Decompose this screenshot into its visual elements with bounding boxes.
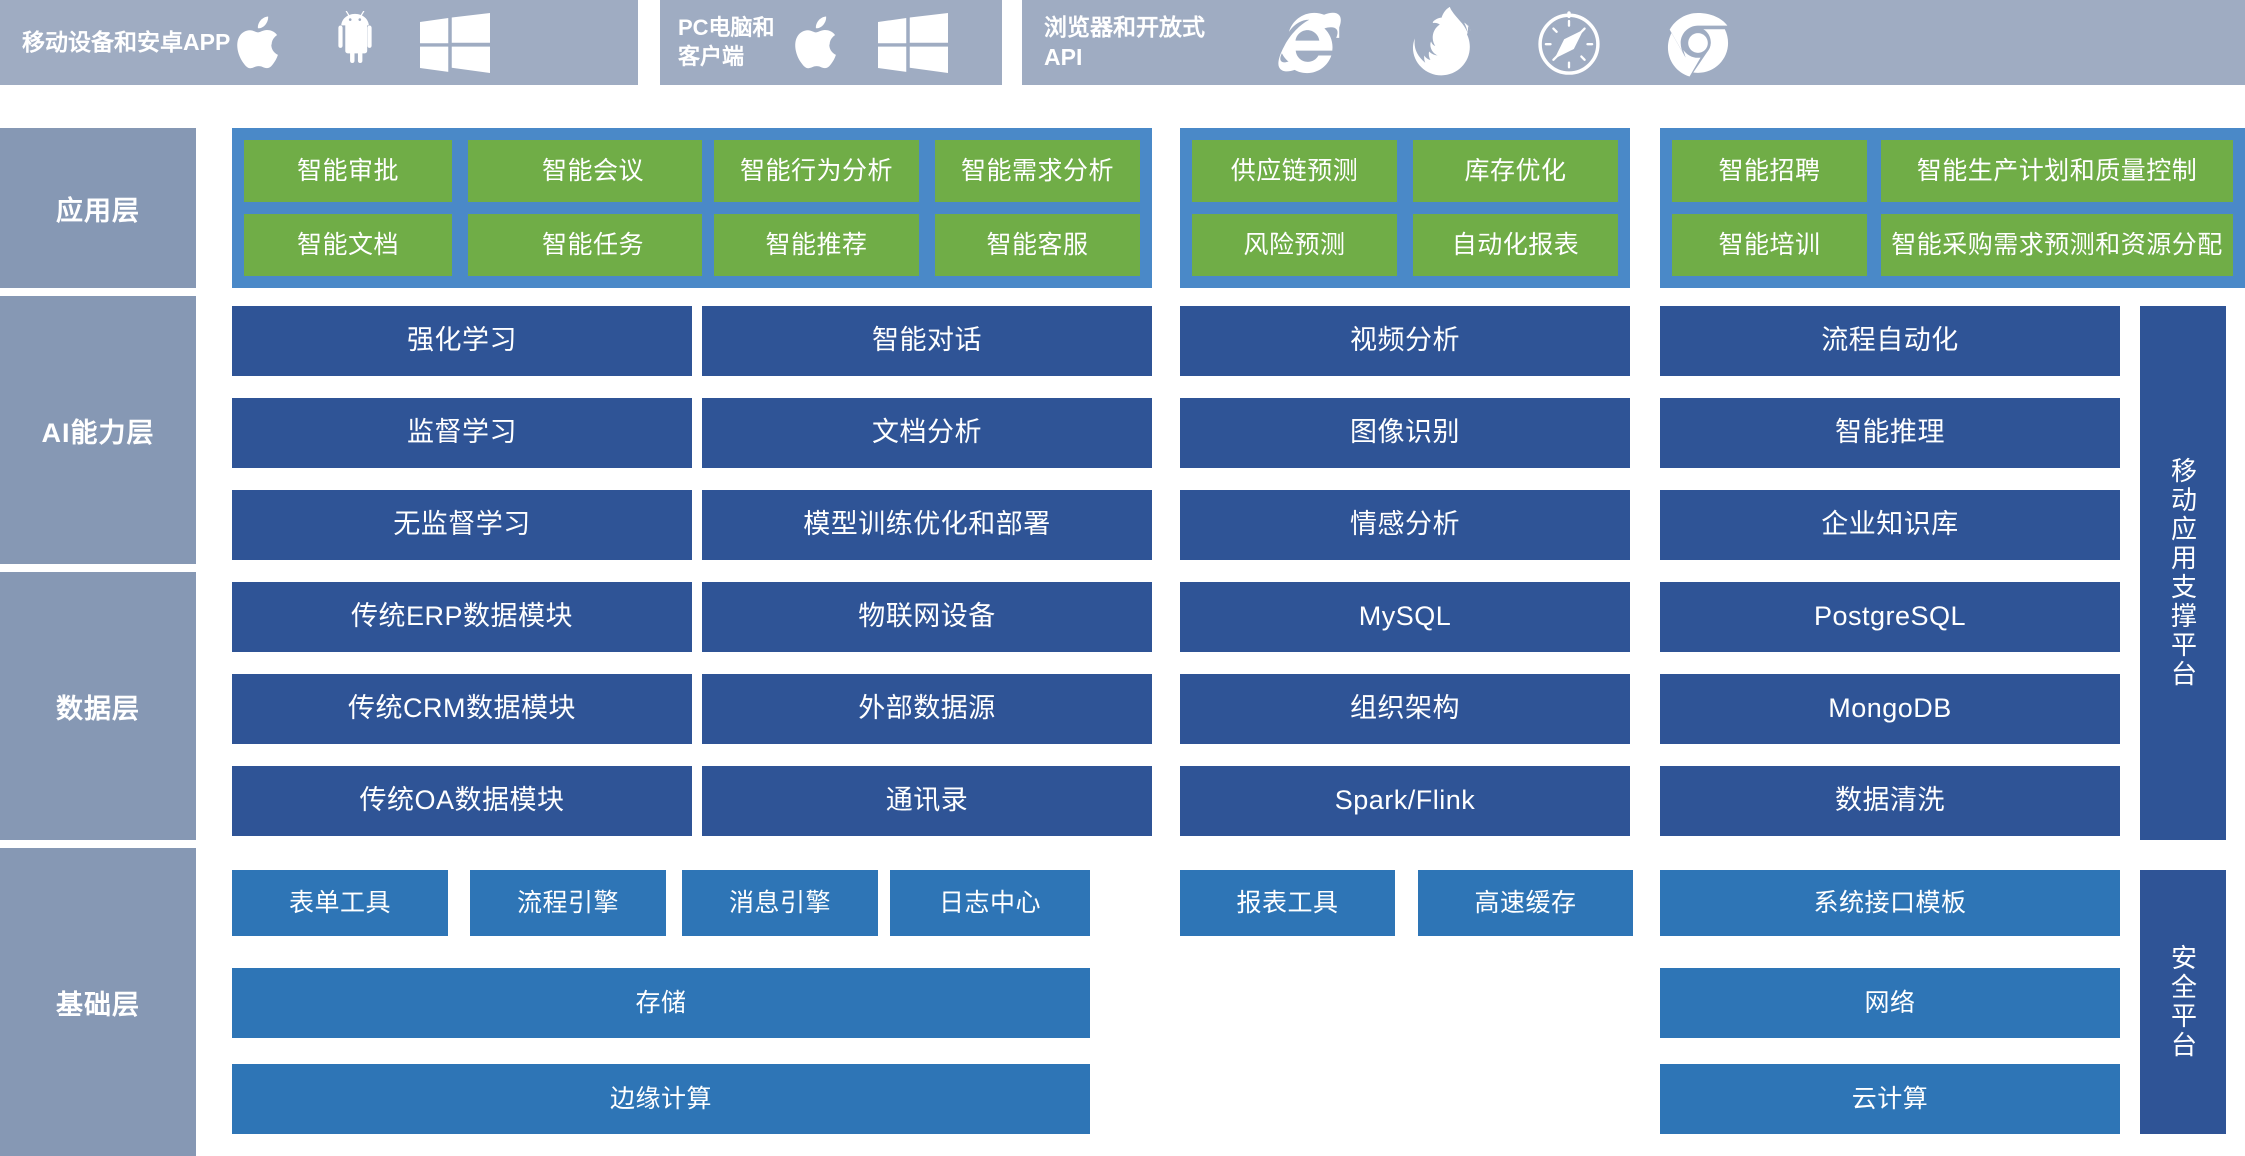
data-cell[interactable]: 数据清洗 <box>1660 766 2120 836</box>
layer-label-foundation-text: 基础层 <box>56 989 140 1020</box>
channel-pc-icons <box>790 11 948 75</box>
app-cell[interactable]: 智能客服 <box>935 214 1140 276</box>
app-cell[interactable]: 智能招聘 <box>1672 140 1867 202</box>
app-cell[interactable]: 库存优化 <box>1413 140 1618 202</box>
ai-cell[interactable]: 企业知识库 <box>1660 490 2120 560</box>
ai-cell[interactable]: 图像识别 <box>1180 398 1630 468</box>
app-cell[interactable]: 智能推荐 <box>714 214 919 276</box>
foundation-wide-cell[interactable]: 存储 <box>232 968 1090 1038</box>
data-cell[interactable]: 物联网设备 <box>702 582 1152 652</box>
chrome-icon <box>1667 12 1729 77</box>
ai-cell[interactable]: 智能推理 <box>1660 398 2120 468</box>
foundation-wide-cell[interactable]: 边缘计算 <box>232 1064 1090 1134</box>
windows-icon <box>420 12 490 73</box>
app-group-office: 智能审批 智能会议 智能文档 智能任务 <box>232 128 730 288</box>
channel-pc: PC电脑和客户端 <box>660 0 1002 85</box>
layer-label-application-text: 应用层 <box>56 195 140 226</box>
data-cell[interactable]: MongoDB <box>1660 674 2120 744</box>
channel-browser-label: 浏览器和开放式API <box>1044 13 1205 70</box>
side-bar-mobile-support-platform-text: 移动应用支撑平台 <box>2167 457 2198 689</box>
firefox-icon <box>1412 6 1471 75</box>
ai-cell[interactable]: 监督学习 <box>232 398 692 468</box>
data-cell[interactable]: 传统OA数据模块 <box>232 766 692 836</box>
channel-mobile-icons <box>232 10 490 75</box>
ai-cell[interactable]: 智能对话 <box>702 306 1152 376</box>
app-cell[interactable]: 智能审批 <box>244 140 452 202</box>
apple-icon <box>237 16 278 68</box>
ai-cell[interactable]: 强化学习 <box>232 306 692 376</box>
channel-pc-label: PC电脑和客户端 <box>678 14 775 69</box>
app-cell[interactable]: 自动化报表 <box>1413 214 1618 276</box>
app-cell[interactable]: 智能培训 <box>1672 214 1867 276</box>
ai-cell[interactable]: 视频分析 <box>1180 306 1630 376</box>
foundation-tool[interactable]: 表单工具 <box>232 870 448 936</box>
app-group-hr-production: 智能招聘 智能生产计划和质量控制 智能培训 智能采购需求预测和资源分配 <box>1660 128 2245 288</box>
app-cell[interactable]: 供应链预测 <box>1192 140 1397 202</box>
data-cell[interactable]: PostgreSQL <box>1660 582 2120 652</box>
data-cell[interactable]: 通讯录 <box>702 766 1152 836</box>
channel-browser-icons <box>1274 6 1735 80</box>
side-bar-mobile-support-platform: 移动应用支撑平台 <box>2140 306 2226 840</box>
foundation-tool[interactable]: 系统接口模板 <box>1660 870 2120 936</box>
app-cell[interactable]: 智能需求分析 <box>935 140 1140 202</box>
foundation-tool[interactable]: 高速缓存 <box>1418 870 1633 936</box>
app-group-supplychain: 供应链预测 库存优化 风险预测 自动化报表 <box>1180 128 1630 288</box>
data-cell[interactable]: MySQL <box>1180 582 1630 652</box>
data-cell[interactable]: 组织架构 <box>1180 674 1630 744</box>
app-cell[interactable]: 风险预测 <box>1192 214 1397 276</box>
foundation-tool[interactable]: 日志中心 <box>890 870 1090 936</box>
layer-label-ai: AI能力层 <box>0 296 196 564</box>
safari-icon <box>1538 10 1600 75</box>
data-cell[interactable]: 外部数据源 <box>702 674 1152 744</box>
app-cell[interactable]: 智能文档 <box>244 214 452 276</box>
app-cell[interactable]: 智能采购需求预测和资源分配 <box>1881 214 2233 276</box>
layer-label-data-text: 数据层 <box>56 693 140 724</box>
layer-label-application: 应用层 <box>0 128 196 288</box>
windows-icon <box>878 12 948 73</box>
data-cell[interactable]: 传统CRM数据模块 <box>232 674 692 744</box>
app-group-analytics: 智能行为分析 智能需求分析 智能推荐 智能客服 <box>702 128 1152 288</box>
channel-mobile: 移动设备和安卓APP <box>0 0 638 85</box>
foundation-tool[interactable]: 消息引擎 <box>682 870 878 936</box>
layer-label-ai-text: AI能力层 <box>41 417 155 448</box>
ai-cell[interactable]: 情感分析 <box>1180 490 1630 560</box>
android-icon <box>338 10 372 63</box>
ai-cell[interactable]: 无监督学习 <box>232 490 692 560</box>
app-cell[interactable]: 智能任务 <box>468 214 718 276</box>
foundation-tool[interactable]: 报表工具 <box>1180 870 1395 936</box>
side-bar-security-platform: 安全平台 <box>2140 870 2226 1134</box>
side-bar-security-platform-text: 安全平台 <box>2167 944 2198 1060</box>
app-cell[interactable]: 智能会议 <box>468 140 718 202</box>
layer-label-foundation: 基础层 <box>0 848 196 1156</box>
app-cell[interactable]: 智能行为分析 <box>714 140 919 202</box>
data-cell[interactable]: Spark/Flink <box>1180 766 1630 836</box>
ai-cell[interactable]: 模型训练优化和部署 <box>702 490 1152 560</box>
foundation-wide-cell[interactable]: 云计算 <box>1660 1064 2120 1134</box>
app-cell[interactable]: 智能生产计划和质量控制 <box>1881 140 2233 202</box>
ai-cell[interactable]: 文档分析 <box>702 398 1152 468</box>
layer-label-data: 数据层 <box>0 572 196 840</box>
apple-icon <box>795 16 836 68</box>
internet-explorer-icon <box>1278 12 1341 73</box>
data-cell[interactable]: 传统ERP数据模块 <box>232 582 692 652</box>
channel-mobile-label: 移动设备和安卓APP <box>22 28 231 55</box>
foundation-wide-cell[interactable]: 网络 <box>1660 968 2120 1038</box>
ai-cell[interactable]: 流程自动化 <box>1660 306 2120 376</box>
channel-browser: 浏览器和开放式API <box>1022 0 2245 85</box>
foundation-tool[interactable]: 流程引擎 <box>470 870 666 936</box>
channel-header: 移动设备和安卓APP PC电脑和客户端 <box>0 0 2245 85</box>
